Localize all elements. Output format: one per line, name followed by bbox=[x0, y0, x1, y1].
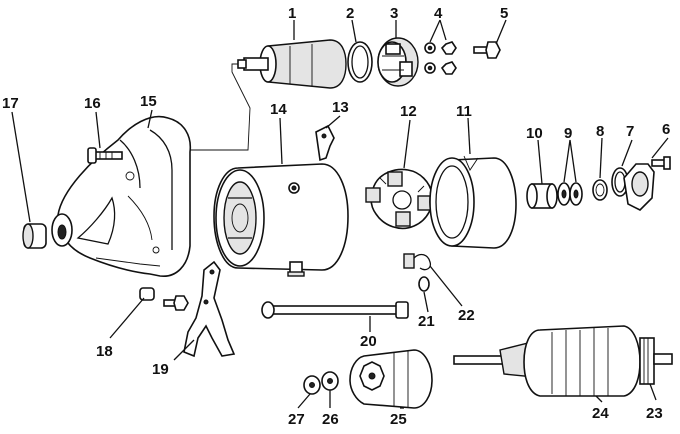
part-22-brush-assembly bbox=[403, 253, 432, 271]
callout-4: 4 bbox=[434, 5, 443, 22]
callout-11: 11 bbox=[456, 103, 472, 120]
part-4-terminal-nuts bbox=[424, 41, 457, 75]
callout-25: 25 bbox=[390, 411, 407, 428]
callout-2: 2 bbox=[346, 5, 354, 22]
part-15-drive-housing bbox=[51, 115, 192, 277]
callout-22: 22 bbox=[458, 307, 475, 324]
part-20-through-bolt bbox=[261, 301, 409, 319]
callout-16: 16 bbox=[84, 95, 101, 112]
callout-19: 19 bbox=[152, 361, 169, 378]
part-9-washers bbox=[557, 182, 583, 206]
callout-3: 3 bbox=[390, 5, 398, 22]
assembly-leader-line bbox=[190, 63, 251, 151]
callout-12: 12 bbox=[400, 103, 417, 120]
part-12-brush-holder bbox=[365, 168, 434, 230]
part-19-shift-lever bbox=[183, 260, 236, 358]
part-17-bushing bbox=[22, 223, 47, 249]
part-5-screw bbox=[473, 41, 501, 59]
part-10-bushing bbox=[526, 183, 558, 209]
callout-1: 1 bbox=[288, 5, 296, 22]
callout-24: 24 bbox=[592, 405, 609, 422]
callout-13: 13 bbox=[332, 99, 349, 116]
callout-21: 21 bbox=[418, 313, 435, 330]
part-2-seal-ring bbox=[347, 41, 373, 83]
part-6-end-cap bbox=[623, 156, 671, 211]
callout-leaders bbox=[11, 19, 669, 409]
callout-20: 20 bbox=[360, 333, 377, 350]
part-1-solenoid bbox=[237, 39, 347, 89]
callout-6: 6 bbox=[662, 121, 670, 138]
part-24-armature bbox=[453, 325, 673, 397]
part-11-end-cover bbox=[429, 155, 517, 249]
callout-17: 17 bbox=[2, 95, 19, 112]
part-25-pinion-drive bbox=[349, 349, 433, 409]
callout-9: 9 bbox=[564, 125, 572, 142]
callout-numbers: 1 2 3 4 5 6 7 8 9 10 11 12 13 14 15 16 1… bbox=[2, 5, 670, 428]
callout-26: 26 bbox=[322, 411, 339, 428]
callout-15: 15 bbox=[140, 93, 157, 110]
callout-10: 10 bbox=[526, 125, 543, 142]
part-3-solenoid-cover bbox=[377, 37, 419, 87]
callout-18: 18 bbox=[96, 343, 113, 360]
callout-5: 5 bbox=[500, 5, 508, 22]
part-16-bolt bbox=[87, 147, 123, 164]
part-13-terminal-clip bbox=[315, 124, 335, 162]
callout-8: 8 bbox=[596, 123, 604, 140]
callout-7: 7 bbox=[626, 123, 634, 140]
part-18-pivot-bolt bbox=[139, 287, 189, 311]
callout-23: 23 bbox=[646, 405, 663, 422]
callout-27: 27 bbox=[288, 411, 305, 428]
callout-14: 14 bbox=[270, 101, 287, 118]
part-26-nut bbox=[321, 371, 339, 391]
part-27-washer bbox=[303, 375, 321, 395]
part-14-field-yoke bbox=[213, 163, 349, 277]
part-8-ring bbox=[592, 179, 608, 201]
part-21-washer bbox=[418, 276, 430, 292]
